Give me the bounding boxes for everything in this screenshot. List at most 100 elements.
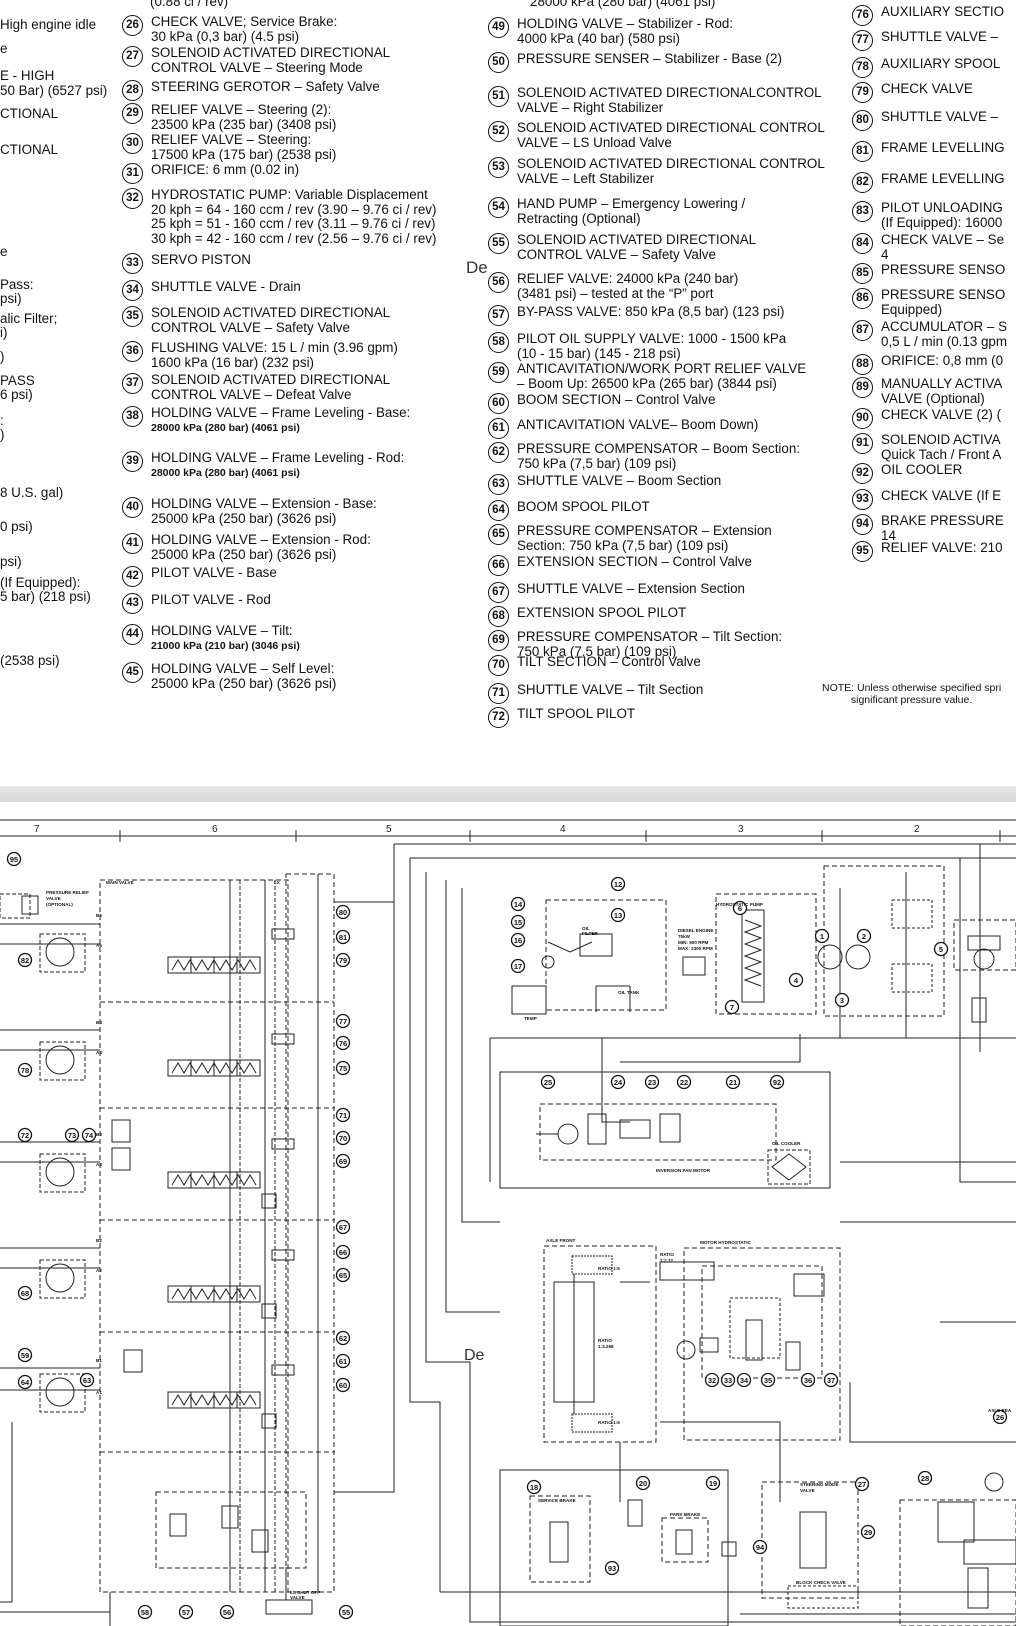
legend-number-badge: 40 <box>122 497 143 518</box>
legend-line: SOLENOID ACTIVATED DIRECTIONAL <box>151 372 391 387</box>
svg-text:BLOCK CHECK VALVE: BLOCK CHECK VALVE <box>796 1580 846 1585</box>
legend-number-badge: 69 <box>488 630 509 651</box>
watermark-text: De <box>466 258 488 277</box>
legend-fragment: E - HIGH <box>0 68 55 83</box>
svg-text:21: 21 <box>729 1078 737 1087</box>
legend-number-badge: 80 <box>852 110 873 131</box>
svg-text:RATIO: RATIO <box>660 1252 674 1257</box>
svg-text:67: 67 <box>339 1223 347 1232</box>
schematic-callout: 32 <box>704 1372 720 1388</box>
legend-line: PILOT UNLOADING <box>881 200 1003 215</box>
schematic-callout: 13 <box>610 907 626 923</box>
legend-line: VALVE (Optional) <box>881 390 985 406</box>
legend-fragment: ) <box>0 349 5 364</box>
schematic-callout: 23 <box>644 1074 660 1090</box>
schematic-callout: 56 <box>219 1604 235 1620</box>
svg-text:95: 95 <box>10 855 18 864</box>
svg-text:AXLE REA: AXLE REA <box>988 1408 1012 1413</box>
schematic-callout: 26 <box>992 1409 1008 1425</box>
legend-line: 21000 kPa (210 bar) (3046 psi) <box>151 639 300 652</box>
legend-description: BRAKE PRESSURE 14 <box>881 513 1004 543</box>
legend-number-badge: 44 <box>122 624 143 645</box>
legend-line: (If Equipped): 16000 <box>881 214 1003 230</box>
legend-number-badge: 34 <box>122 280 143 301</box>
schematic-callout: 61 <box>335 1353 351 1369</box>
legend-line: FRAME LEVELLING <box>881 140 1005 155</box>
legend-fragment: : <box>0 413 4 428</box>
schematic-callout: 7 <box>724 999 740 1015</box>
legend-description: BOOM SECTION – Control Valve <box>517 392 715 408</box>
svg-text:75kW: 75kW <box>678 934 691 939</box>
legend-fragment: CTIONAL <box>0 106 59 121</box>
legend-description: ORIFICE: 0,8 mm (0 <box>881 353 1003 369</box>
schematic-callout: 1 <box>814 928 830 944</box>
legend-fragment: alic Filter; <box>0 311 58 326</box>
legend-fragment: 6 psi) <box>0 387 33 402</box>
schematic-callout: 64 <box>17 1374 33 1390</box>
legend-description: PRESSURE COMPENSATOR – Boom Section: 750… <box>517 441 800 471</box>
legend-description: RELIEF VALVE – Steering: 17500 kPa (175 … <box>151 132 336 162</box>
legend-line: OIL COOLER <box>881 462 963 477</box>
svg-text:VALVE: VALVE <box>46 896 61 901</box>
svg-text:MAX: 2300 RPM: MAX: 2300 RPM <box>678 946 713 951</box>
legend-line: ANTICAVITATION VALVE– Boom Down) <box>517 417 759 432</box>
legend-line: (0.88 ci / rev) <box>150 0 229 9</box>
svg-text:TEMP: TEMP <box>524 1016 537 1021</box>
legend-number-badge: 49 <box>488 17 509 38</box>
legend-number-badge: 50 <box>488 52 509 73</box>
legend-number-badge: 89 <box>852 377 873 398</box>
legend-fragment: e <box>0 244 8 259</box>
svg-text:20: 20 <box>639 1479 647 1488</box>
legend-line: SOLENOID ACTIVATED DIRECTIONAL CONTROL <box>517 120 825 135</box>
legend-number-badge: 59 <box>488 362 509 383</box>
svg-text:16: 16 <box>514 936 522 945</box>
legend-line: PRESSURE COMPENSATOR – Extension <box>517 523 772 538</box>
legend-description: SHUTTLE VALVE – Tilt Section <box>517 682 703 698</box>
legend-description: HOLDING VALVE – Frame Leveling - Rod:280… <box>151 450 404 480</box>
schematic-callout: 63 <box>79 1372 95 1388</box>
legend-line: SHUTTLE VALVE – Boom Section <box>517 473 722 488</box>
legend-number-badge: 42 <box>122 566 143 587</box>
legend-line: 4 <box>881 246 889 262</box>
svg-text:A2: A2 <box>96 1268 102 1273</box>
legend-number-badge: 72 <box>488 707 509 728</box>
svg-text:57: 57 <box>182 1608 190 1617</box>
svg-text:72: 72 <box>21 1131 29 1140</box>
legend-description: AUXILIARY SPOOL <box>881 56 1000 72</box>
schematic-callout: 72 <box>17 1127 33 1143</box>
svg-text:B6: B6 <box>96 913 102 918</box>
legend-number-badge: 39 <box>122 451 143 472</box>
schematic-callout: 74 <box>81 1127 97 1143</box>
legend-description: CHECK VALVE (If E <box>881 488 1001 504</box>
legend-fragment: 50 Bar) (6527 psi) <box>0 83 108 98</box>
legend-fragment: ) <box>0 427 5 442</box>
legend-line: 30 kph = 42 - 160 ccm / rev (2.56 – 9.76… <box>151 230 437 246</box>
legend-line: Section: 750 kPa (7,5 bar) (109 psi) <box>517 537 729 553</box>
legend-description: PILOT VALVE - Base <box>151 565 277 581</box>
schematic-callout: 14 <box>510 896 526 912</box>
legend-line: BOOM SPOOL PILOT <box>517 499 650 514</box>
legend-description: ANTICAVITATION/WORK PORT RELIEF VALVE– B… <box>517 361 806 391</box>
legend-description: CHECK VALVE <box>881 81 973 97</box>
legend-description: (0.88 ci / rev) <box>150 0 228 10</box>
schematic-callout: 36 <box>800 1372 816 1388</box>
svg-text:55: 55 <box>342 1608 350 1617</box>
svg-text:58: 58 <box>141 1608 149 1617</box>
svg-text:92: 92 <box>773 1078 781 1087</box>
legend-description: PILOT UNLOADING(If Equipped): 16000 <box>881 200 1003 230</box>
legend-description: PRESSURE COMPENSATOR – Tilt Section: 750… <box>517 629 782 659</box>
svg-text:5: 5 <box>939 945 943 954</box>
schematic-callout: 18 <box>526 1479 542 1495</box>
legend-description: FRAME LEVELLING <box>881 140 1005 156</box>
legend-number-badge: 76 <box>852 5 873 26</box>
legend-line: 28000 kPa (280 bar) (4061 psi) <box>151 466 300 479</box>
svg-text:SERVICE BRAKE: SERVICE BRAKE <box>538 1498 576 1503</box>
svg-text:6: 6 <box>738 904 742 913</box>
legend-number-badge: 27 <box>122 46 143 67</box>
legend-description: AUXILIARY SECTIO <box>881 4 1004 20</box>
legend-line: 28000 kPa (280 bar) (4061 psi) <box>530 0 716 9</box>
schematic-callout: 27 <box>854 1476 870 1492</box>
